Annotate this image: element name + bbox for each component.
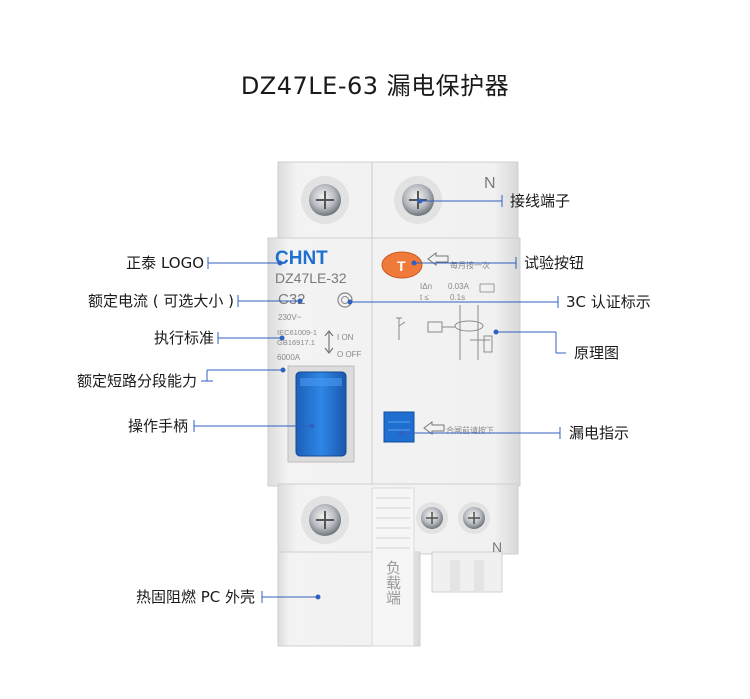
label-short-circuit-capacity: 额定短路分段能力 (76, 372, 197, 390)
idn-label: IΔn (420, 282, 432, 291)
rating-text: C32 (278, 291, 306, 308)
leak-hint-text: 合闸前请按下 (446, 425, 494, 435)
test-hint-text: 每月按一次 (450, 260, 490, 270)
neutral-top-mark: N (484, 175, 496, 192)
model-text: DZ47LE-32 (275, 270, 347, 286)
label-operating-handle: 操作手柄 (127, 417, 188, 435)
label-leak-indicator: 漏电指示 (569, 424, 630, 442)
on-text: I ON (337, 333, 354, 342)
standard-text-2: GB16917.1 (277, 338, 315, 347)
operating-handle (295, 371, 347, 457)
voltage-text: 230V~ (278, 313, 302, 322)
bottom-screw-left (301, 496, 349, 544)
t-label: t ≤ (420, 293, 429, 302)
bottom-screw-mid (416, 502, 448, 534)
bottom-screw-right (458, 502, 490, 534)
label-3c-cert: 3C 认证标示 (566, 293, 651, 311)
label-logo: 正泰 LOGO (126, 254, 204, 272)
breaking-capacity-text: 6000A (277, 353, 301, 362)
off-text: O OFF (337, 350, 362, 359)
label-test-button: 试验按钮 (524, 254, 585, 272)
test-button-label: T (397, 258, 406, 274)
label-pc-shell: 热固阻燃 PC 外壳 (135, 588, 255, 606)
t-value: 0.1s (450, 293, 465, 302)
label-principle-diagram: 原理图 (574, 344, 620, 362)
label-standard: 执行标准 (153, 329, 214, 347)
principle-diagram (396, 305, 493, 360)
top-screw-left (301, 176, 349, 224)
leak-indicator-window (383, 411, 415, 443)
brand-logo: CHNT (275, 248, 328, 269)
label-rated-current: 额定电流 ( 可选大小 ) (87, 292, 234, 310)
page-title: DZ47LE-63 漏电保护器 (240, 72, 510, 100)
standard-text-1: IEC61009-1 (277, 328, 317, 337)
idn-value: 0.03A (448, 282, 470, 291)
test-button (381, 251, 423, 279)
load-side-text: 负载端 (384, 560, 402, 605)
label-terminal: 接线端子 (510, 192, 571, 210)
cert-3c-mark (337, 292, 353, 308)
neutral-bottom-mark: N (492, 539, 502, 555)
